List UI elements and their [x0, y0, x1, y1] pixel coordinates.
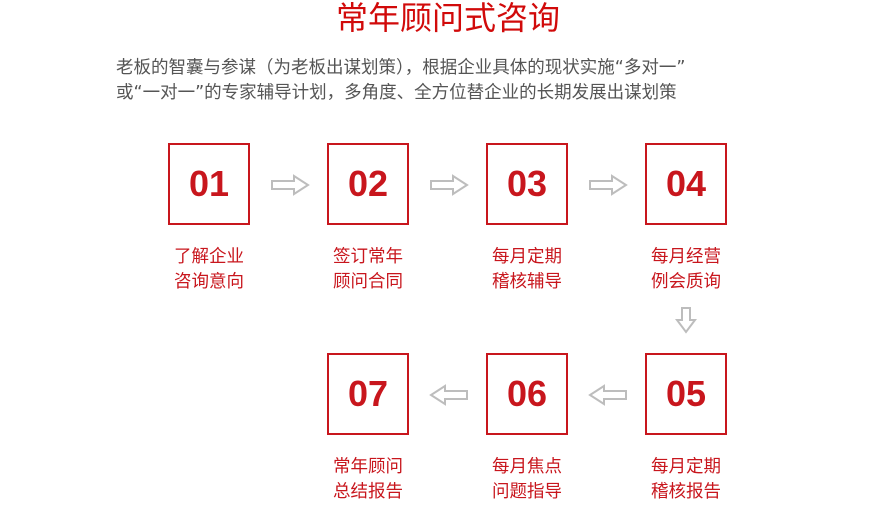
step-label-04: 每月经营例会质询	[651, 247, 721, 292]
description-line: 老板的智囊与参谋（为老板出谋划策），根据企业具体的现状实施“多对一”	[116, 58, 686, 78]
step-box-06: 06	[486, 353, 568, 435]
step-box-01: 01	[168, 143, 250, 225]
arrow-left-icon	[588, 384, 627, 406]
step-box-05: 05	[645, 353, 727, 435]
arrow-right-icon	[271, 174, 310, 196]
arrow-right-icon	[430, 174, 469, 196]
step-label-06: 每月焦点问题指导	[492, 457, 562, 502]
step-label-05: 每月定期稽核报告	[651, 457, 721, 502]
step-box-07: 07	[327, 353, 409, 435]
arrow-down-icon	[675, 307, 697, 334]
arrow-left-icon	[429, 384, 468, 406]
step-label-02: 签订常年顾问合同	[333, 247, 403, 292]
step-box-02: 02	[327, 143, 409, 225]
step-label-07: 常年顾问总结报告	[333, 457, 403, 502]
step-label-01: 了解企业咨询意向	[174, 247, 244, 292]
step-label-03: 每月定期稽核辅导	[492, 247, 562, 292]
description-line: 或“一对一”的专家辅导计划，多角度、全方位替企业的长期发展出谋划策	[116, 83, 677, 103]
step-box-03: 03	[486, 143, 568, 225]
page-title: 常年顾问式咨询	[335, 0, 560, 37]
description: 老板的智囊与参谋（为老板出谋划策），根据企业具体的现状实施“多对一” 或“一对一…	[116, 56, 796, 106]
step-box-04: 04	[645, 143, 727, 225]
arrow-right-icon	[589, 174, 628, 196]
